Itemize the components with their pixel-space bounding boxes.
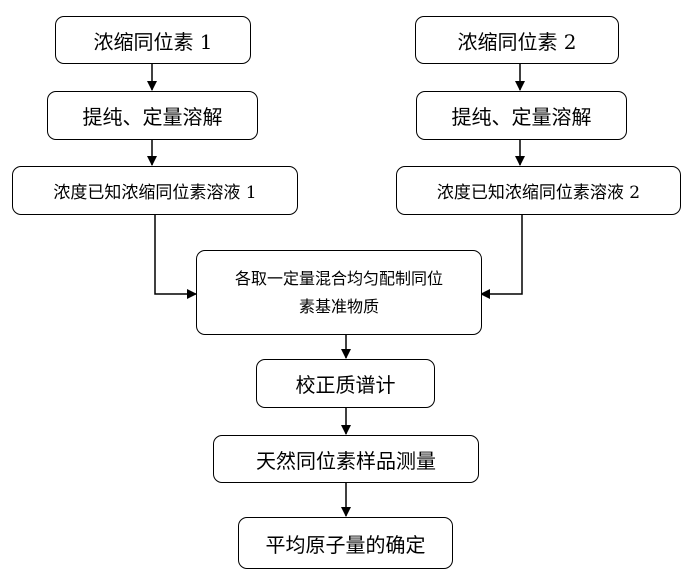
node-right-source-label: 浓缩同位素 2 bbox=[457, 29, 577, 54]
node-result-label: 平均原子量的确定 bbox=[265, 532, 426, 557]
node-left-solution-label: 浓度已知浓缩同位素溶液 1 bbox=[53, 183, 257, 203]
node-measure: 天然同位素样品测量 bbox=[213, 435, 479, 483]
node-right-purify-label: 提纯、定量溶解 bbox=[451, 105, 592, 129]
node-left-source-label: 浓缩同位素 1 bbox=[93, 29, 213, 54]
node-left-solution: 浓度已知浓缩同位素溶液 1 bbox=[12, 166, 298, 215]
node-calibrate: 校正质谱计 bbox=[256, 359, 435, 408]
node-left-source: 浓缩同位素 1 bbox=[55, 16, 251, 64]
node-left-purify-label: 提纯、定量溶解 bbox=[82, 105, 223, 129]
node-mix-line1: 各取一定量混合均匀配制同位 bbox=[234, 268, 443, 288]
node-right-solution-label: 浓度已知浓缩同位素溶液 2 bbox=[436, 183, 641, 203]
node-measure-label: 天然同位素样品测量 bbox=[256, 448, 436, 473]
arrow-right-solution-to-mix bbox=[480, 215, 523, 299]
node-result: 平均原子量的确定 bbox=[238, 517, 453, 569]
node-mix: 各取一定量混合均匀配制同位 素基准物质 bbox=[196, 250, 482, 335]
node-right-source: 浓缩同位素 2 bbox=[415, 16, 619, 64]
arrow-left-solution-to-mix bbox=[154, 215, 197, 299]
node-right-purify: 提纯、定量溶解 bbox=[416, 91, 627, 140]
node-mix-line2: 素基准物质 bbox=[298, 296, 379, 316]
node-right-solution: 浓度已知浓缩同位素溶液 2 bbox=[396, 166, 681, 215]
node-calibrate-label: 校正质谱计 bbox=[295, 373, 396, 397]
node-left-purify: 提纯、定量溶解 bbox=[47, 91, 258, 140]
